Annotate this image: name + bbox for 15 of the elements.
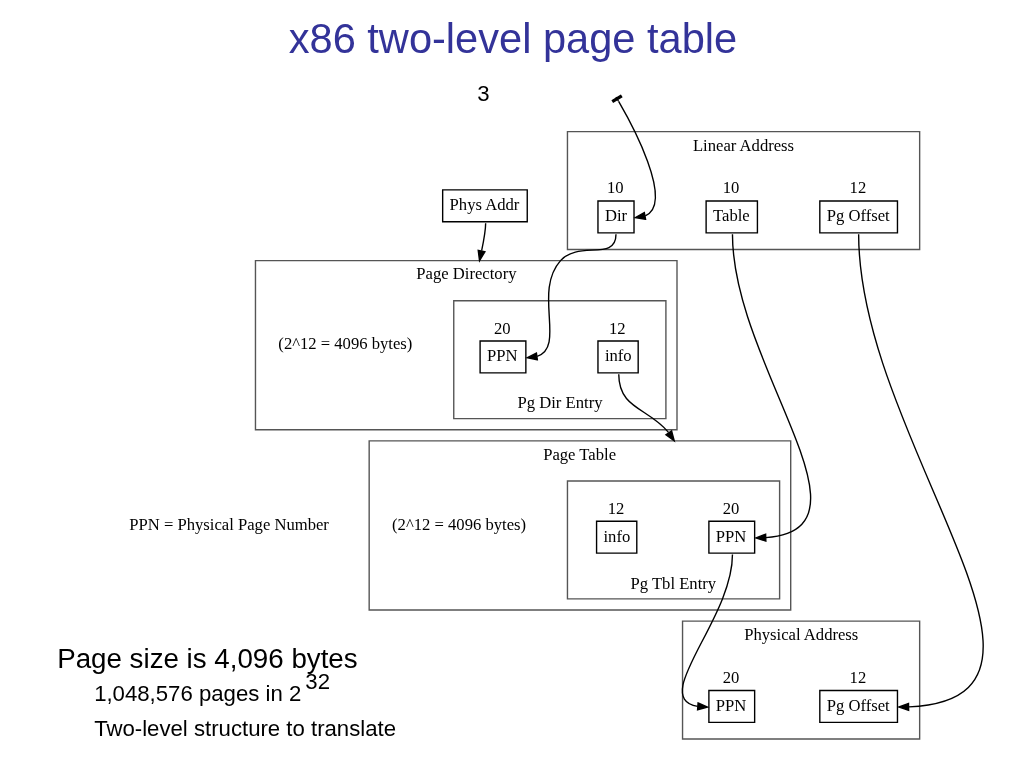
node-label: 12 (849, 178, 867, 198)
node-label: 10 (722, 178, 740, 198)
label: Two-level structure to translate (94, 715, 397, 741)
node-label: 20 (722, 667, 740, 687)
label: PPN = Physical Page Number (129, 514, 329, 534)
node-label: 20 (493, 318, 511, 338)
node-label: 12 (609, 318, 626, 338)
node-label: (2^12 = 4096 bytes) (278, 334, 413, 354)
node-label: 10 (606, 178, 624, 198)
node-label: 12 (607, 498, 625, 518)
node-label: 12 (849, 667, 867, 687)
label: 3 (477, 80, 490, 106)
node-label: 20 (722, 498, 740, 518)
diagram-title: x86 two-level page table (288, 14, 738, 62)
node-label: (2^12 = 4096 bytes) (392, 514, 527, 534)
